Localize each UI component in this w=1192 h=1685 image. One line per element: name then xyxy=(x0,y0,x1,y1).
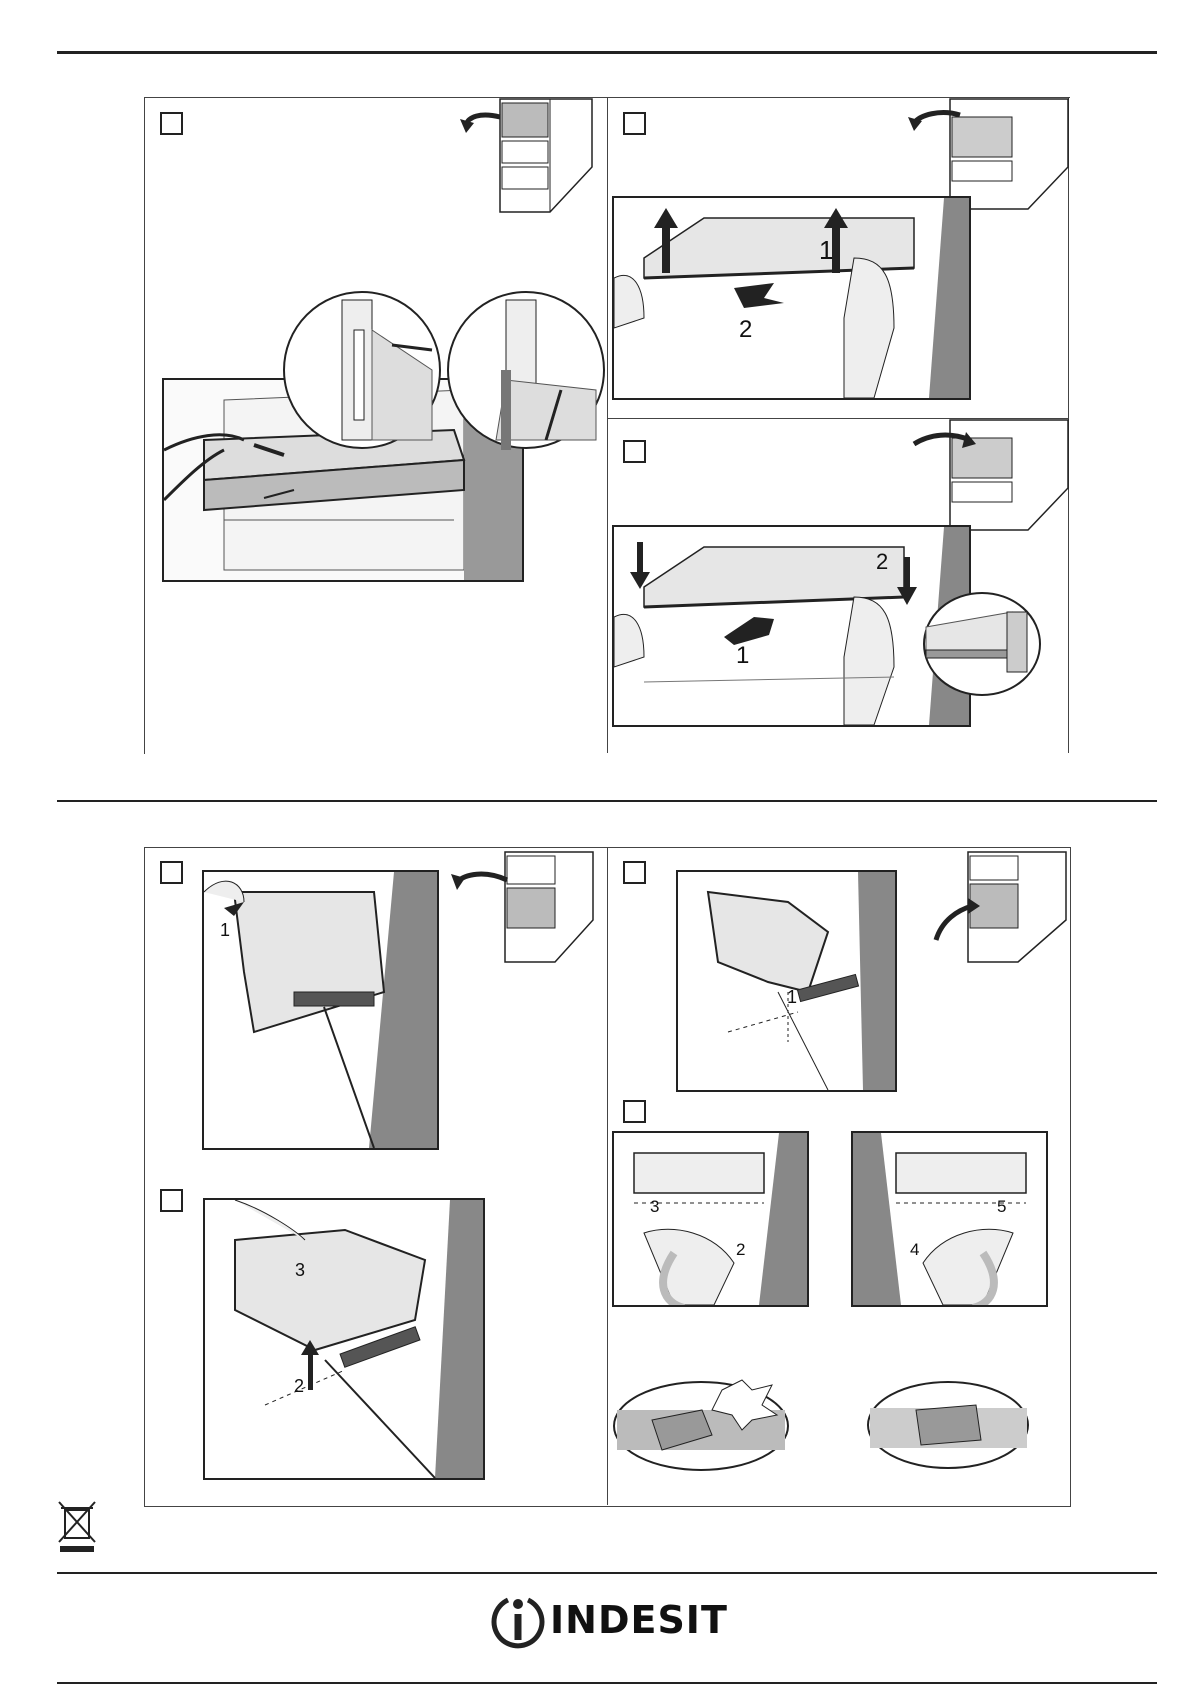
fridge-thumbnail-icon xyxy=(920,418,1070,533)
step-checkbox xyxy=(623,1100,646,1123)
step-checkbox xyxy=(160,861,183,884)
rail-detail-circle-left xyxy=(282,290,442,450)
step-checkbox xyxy=(160,1189,183,1212)
fridge-thumbnail-icon xyxy=(470,97,595,217)
drawer-clip-right-illustration: 5 4 xyxy=(851,1131,1048,1307)
bottom-rule xyxy=(57,1572,1157,1574)
step-label: 2 xyxy=(876,549,888,575)
fridge-thumbnail-icon xyxy=(920,97,1070,212)
insert-shelf-illustration: 1 2 xyxy=(612,525,971,727)
step-label: 4 xyxy=(910,1240,919,1260)
lift-shelf-illustration: 1 2 xyxy=(612,196,971,400)
brand-name: INDESIT xyxy=(550,1598,728,1642)
rail-detail-circle-right xyxy=(446,290,606,450)
step-label: 2 xyxy=(736,1240,745,1260)
step-label: 1 xyxy=(819,235,833,266)
bottom-divider xyxy=(607,847,608,1505)
fridge-thumbnail-icon xyxy=(928,850,1068,965)
drawer-front-illustration: 1 xyxy=(202,870,439,1150)
step-label: 3 xyxy=(650,1197,659,1217)
step-label: 2 xyxy=(739,316,752,344)
step-label: 2 xyxy=(294,1376,304,1397)
step-label: 1 xyxy=(220,920,230,941)
footer-rule xyxy=(57,1682,1157,1684)
fridge-thumbnail-icon xyxy=(455,850,595,965)
middle-rule xyxy=(57,800,1157,802)
weee-bin-icon xyxy=(57,1500,97,1552)
clip-detail-right-circle xyxy=(866,1380,1031,1470)
clip-detail-left-circle xyxy=(612,1380,790,1472)
step-checkbox xyxy=(623,440,646,463)
step-checkbox xyxy=(160,112,183,135)
step-label: 1 xyxy=(787,987,797,1008)
shelf-detail-circle xyxy=(922,592,1042,697)
top-rule xyxy=(57,51,1157,54)
drawer-clip-left-illustration: 3 2 xyxy=(612,1131,809,1307)
step-label: 3 xyxy=(295,1260,305,1281)
step-checkbox xyxy=(623,861,646,884)
brand-logo: INDESIT xyxy=(488,1592,728,1652)
step-label: 5 xyxy=(997,1197,1006,1217)
top-divider xyxy=(607,97,608,753)
step-checkbox xyxy=(623,112,646,135)
step-label: 1 xyxy=(736,642,749,670)
drawer-lift-illustration: 2 3 xyxy=(203,1198,485,1480)
indesit-logo-icon xyxy=(488,1592,548,1652)
drawer-insert-illustration: 1 xyxy=(676,870,897,1092)
